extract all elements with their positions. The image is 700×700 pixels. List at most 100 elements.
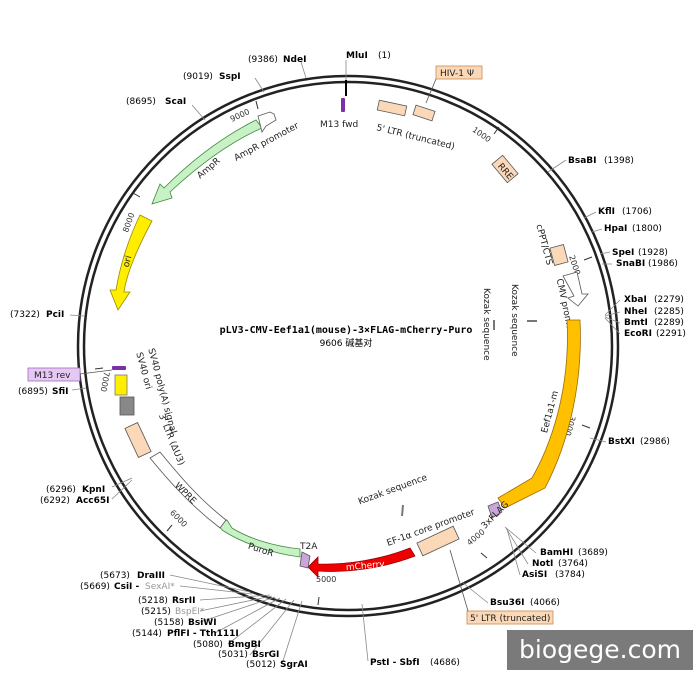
enzyme-bsabi-pos: (1398) <box>604 156 634 166</box>
m13-fwd-label: M13 fwd <box>320 120 358 130</box>
enzyme-csii: CsiI - <box>114 582 140 592</box>
ltr3-feature <box>124 422 152 458</box>
enzyme-bspei: BspEI* <box>175 607 205 617</box>
enzyme-bsrgi-pos: (5031) <box>218 650 248 660</box>
enzyme-pflfi-tth111i: PflFI - Tth111I <box>167 629 239 639</box>
enzyme-kpni-pos: (6296) <box>46 485 76 495</box>
enzyme-bmti-pos: (2289) <box>654 318 684 328</box>
enzyme-kfli: KflI <box>598 207 615 217</box>
hiv-psi-feature <box>412 104 436 122</box>
enzyme-bsiwi-pos: (5158) <box>154 618 184 628</box>
m13-rev-label: M13 rev <box>34 371 71 381</box>
hiv-psi-label: HIV-1 Ψ <box>440 69 474 79</box>
hiv-psi-box <box>435 65 483 80</box>
enzyme-psti-sbfi-pos: (4686) <box>430 658 460 668</box>
sv40-polya-feature <box>114 374 128 396</box>
enzyme-pcii: PciI <box>46 310 64 320</box>
t2a-label: T2A <box>299 542 318 552</box>
cmv-promoter-feature <box>562 271 589 307</box>
enzyme-bsu36i: Bsu36I <box>490 598 525 608</box>
enzyme-ecori: EcoRI <box>624 329 652 339</box>
enzyme-bspei-pos: (5215) <box>141 607 171 617</box>
enzyme-snabi-pos: (1986) <box>648 259 678 269</box>
tick-1000: 1000 <box>471 125 493 144</box>
enzyme-rsrii-pos: (5218) <box>138 596 168 606</box>
enzyme-sfii-pos: (6895) <box>18 387 48 397</box>
ltr5b-box <box>466 610 554 625</box>
enzyme-sgrai-pos: (5012) <box>246 660 276 670</box>
m13-rev-primer <box>112 366 126 370</box>
kozak-label-1: Kozak sequence <box>481 288 491 361</box>
enzyme-bsabi: BsaBI <box>568 156 597 166</box>
ltr5-truncated-label: 5' LTR (truncated) <box>375 123 455 152</box>
m13-rev-box <box>27 367 81 382</box>
mcherry-label: mCherry <box>346 560 386 573</box>
enzyme-csii-pos: (5669) <box>80 582 110 592</box>
enzyme-spei-pos: (1928) <box>638 248 668 258</box>
kozak-label-3: Kozak sequence <box>357 473 429 507</box>
enzyme-psti-sbfi: PstI - SbfI <box>370 658 420 668</box>
ltr5b-label: 5' LTR (truncated) <box>470 614 550 624</box>
enzyme-nhei: NheI <box>624 307 647 317</box>
enzyme-pflfi-pos: (5144) <box>132 629 162 639</box>
wpre-feature <box>149 451 227 529</box>
t2a-feature <box>299 551 311 569</box>
enzyme-bstxi-pos: (2986) <box>640 437 670 447</box>
enzyme-asisi-pos: (3784) <box>555 570 585 580</box>
enzyme-asisi: AsiSI <box>522 570 547 580</box>
enzyme-snabi: SnaBI <box>616 259 645 269</box>
enzyme-ndei-pos: (9386) <box>248 55 278 65</box>
enzyme-bstxi: BstXI <box>608 437 635 447</box>
cppt-cts-feature <box>549 244 569 266</box>
enzyme-bsiwi: BsiWI <box>188 618 217 628</box>
enzyme-nhei-pos: (2285) <box>654 307 684 317</box>
enzyme-sspi-pos: (9019) <box>183 72 213 82</box>
watermark: biogege.com <box>507 630 693 670</box>
enzyme-scai: ScaI <box>165 97 186 107</box>
enzyme-bsrgi: BsrGI <box>252 650 279 660</box>
ef1a-core-promoter-feature <box>416 525 460 557</box>
ori-label: ori <box>122 255 135 269</box>
enzyme-ecori-pos: (2291) <box>656 329 686 339</box>
enzyme-cluster-lines <box>169 574 369 665</box>
enzyme-ndei: NdeI <box>283 55 306 65</box>
kozak-label-2: Kozak sequence <box>509 284 519 357</box>
ori-feature <box>109 214 153 311</box>
enzyme-sfii: SfiI <box>52 387 69 397</box>
enzyme-bamhi-pos: (3689) <box>578 548 608 558</box>
tick-4000: 4000 <box>465 527 486 547</box>
plasmid-length: 9606 碱基对 <box>320 337 373 349</box>
enzyme-mlui-pos: (1) <box>378 51 391 61</box>
ampr-feature <box>151 119 263 205</box>
flag-feature <box>487 501 503 519</box>
tick-7000: 7000 <box>99 371 111 393</box>
cppt-cts-label: cPPT/CTS <box>533 223 554 266</box>
eef1a1-feature <box>497 319 581 509</box>
enzyme-sexai: SexAI* <box>145 582 175 592</box>
enzyme-xbai: XbaI <box>624 295 647 305</box>
rre-feature <box>491 154 519 184</box>
enzyme-bmgbi: BmgBI <box>228 640 261 650</box>
tick-5000: 5000 <box>316 575 336 584</box>
enzyme-hpai: HpaI <box>604 224 627 234</box>
coordinate-ticks <box>94 100 593 606</box>
sv40-ori-feature <box>119 396 135 416</box>
enzyme-draiii: DraIII <box>137 571 165 581</box>
enzyme-hpai-pos: (1800) <box>632 224 662 234</box>
enzyme-pcii-pos: (7322) <box>10 310 40 320</box>
enzyme-noti: NotI <box>532 559 553 569</box>
enzyme-xbai-pos: (2279) <box>654 295 684 305</box>
enzyme-mlui: MluI <box>346 51 368 61</box>
ampr-promoter-feature <box>257 111 277 133</box>
enzyme-scai-pos: (8695) <box>126 97 156 107</box>
enzyme-bamhi: BamHI <box>540 548 573 558</box>
enzyme-draiii-pos: (5673) <box>100 571 130 581</box>
enzyme-kpni: KpnI <box>82 485 105 495</box>
enzyme-kfli-pos: (1706) <box>622 207 652 217</box>
enzyme-bmti: BmtI <box>624 318 648 328</box>
enzyme-spei: SpeI <box>612 248 634 258</box>
enzyme-noti-pos: (3764) <box>558 559 588 569</box>
backbone-inner <box>82 80 614 612</box>
enzyme-bsu36i-pos: (4066) <box>530 598 560 608</box>
